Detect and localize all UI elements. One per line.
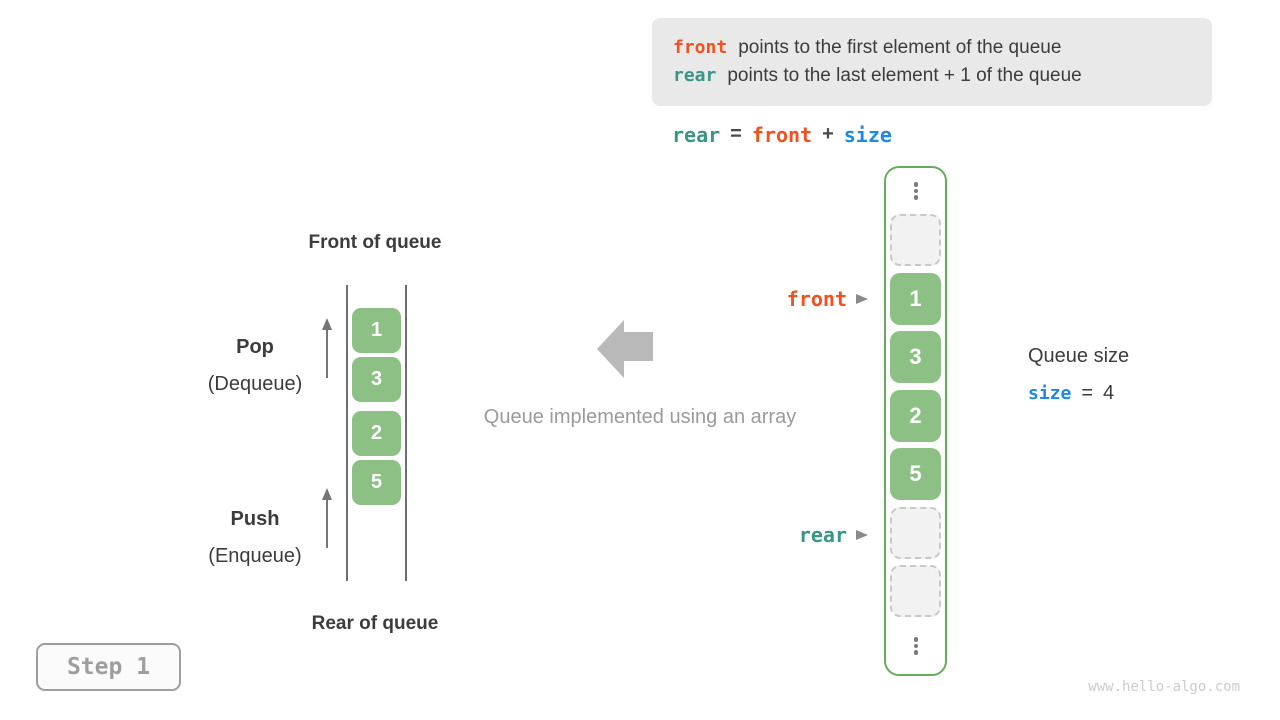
array-empty-cell-top [890, 214, 941, 266]
front-explanation-line: front points to the first element of the… [673, 37, 1212, 59]
queue-left-wall [346, 285, 348, 581]
queue-size-value-line: size = 4 [1028, 382, 1114, 405]
push-direction-arrow-icon [321, 488, 333, 548]
watermark: www.hello-algo.com [1088, 679, 1240, 695]
size-value: 4 [1103, 382, 1115, 404]
front-of-queue-label: Front of queue [308, 232, 442, 253]
formula-rear: rear [672, 123, 721, 147]
front-pointer-label: front [786, 287, 847, 311]
enqueue-label: (Enqueue) [208, 545, 302, 567]
front-explanation-text: points to the first element of the queue [738, 37, 1062, 58]
queue-size-label: Queue size [1028, 345, 1130, 367]
formula-size: size [843, 123, 892, 147]
rear-explanation-line: rear points to the last element + 1 of t… [673, 65, 1212, 87]
pop-direction-arrow-icon [321, 318, 333, 378]
left-block-arrow-icon [597, 320, 653, 378]
rear-explanation-text: points to the last element + 1 of the qu… [727, 65, 1082, 86]
pop-arrow-stem [326, 330, 328, 378]
diagram-caption: Queue implemented using an array [483, 406, 797, 428]
array-empty-cell-bottom [890, 565, 941, 617]
rear-pointer-arrow-icon [856, 530, 868, 540]
array-cell-1: 1 [890, 273, 941, 325]
size-equals: = [1081, 382, 1094, 404]
pop-arrow-head [322, 318, 332, 330]
push-arrow-head [322, 488, 332, 500]
rear-pointer: rear [730, 523, 868, 547]
step-badge: Step 1 [36, 643, 181, 691]
top-ellipsis-icon [908, 182, 924, 200]
array-cell-3: 3 [890, 331, 941, 383]
rear-pointer-label: rear [798, 523, 847, 547]
bottom-ellipsis-icon [908, 637, 924, 655]
push-label: Push [230, 508, 280, 530]
pop-label: Pop [236, 336, 274, 358]
push-arrow-stem [326, 500, 328, 548]
rear-keyword: rear [673, 65, 717, 86]
rear-of-queue-label: Rear of queue [311, 613, 439, 634]
queue-cell-3: 3 [352, 357, 401, 402]
formula-plus: + [822, 123, 834, 145]
rear-formula: rear = front + size [672, 123, 892, 147]
array-cell-2: 2 [890, 390, 941, 442]
queue-right-wall [405, 285, 407, 581]
front-pointer-arrow-icon [856, 294, 868, 304]
front-keyword: front [673, 37, 728, 58]
front-pointer: front [730, 287, 868, 311]
formula-front: front [751, 123, 813, 147]
queue-cell-5: 5 [352, 460, 401, 505]
array-cell-5: 5 [890, 448, 941, 500]
queue-cell-1: 1 [352, 308, 401, 353]
array-empty-cell-rear [890, 507, 941, 559]
pointer-explanation-box: front points to the first element of the… [652, 18, 1212, 106]
dequeue-label: (Dequeue) [207, 373, 303, 395]
size-keyword: size [1028, 383, 1072, 404]
formula-equals: = [730, 123, 742, 145]
queue-cell-2: 2 [352, 411, 401, 456]
